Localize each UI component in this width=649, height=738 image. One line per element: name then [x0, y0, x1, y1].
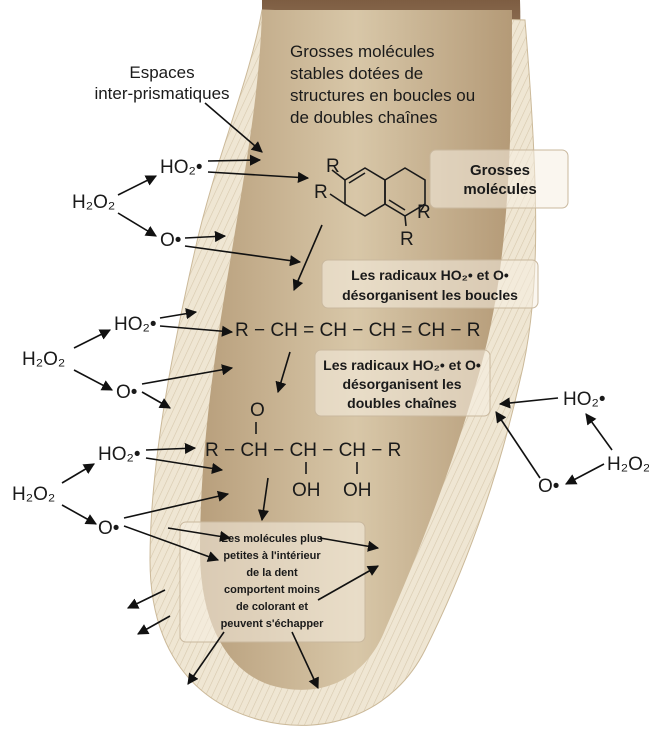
o-radical-label-2: O• — [116, 382, 137, 403]
o-radical-label-3: O• — [98, 518, 119, 539]
ho2-label-1: HO₂• — [160, 157, 203, 178]
arrow-h2o2-to-ho2-1 — [118, 176, 156, 195]
grosses-molecules-box — [430, 150, 568, 208]
o-radical-label-right: O• — [538, 476, 559, 497]
arrow-ho2-in-1a — [208, 160, 260, 161]
arrow-right-h2o2-to-o — [566, 464, 604, 484]
espaces-label-line1: Espaces — [129, 63, 194, 82]
radicaux2-line3: doubles chaînes — [347, 395, 457, 411]
top-label-line4: de doubles chaînes — [290, 108, 437, 127]
espaces-label-line2: inter-prismatiques — [94, 84, 229, 103]
r-group-3: R — [417, 202, 431, 223]
small-box-line1: Les molécules plus — [221, 533, 322, 545]
chain-double-bonds: R − CH = CH − CH = CH − R — [235, 320, 480, 341]
arrow-h2o2-to-ho2-2 — [74, 330, 110, 348]
arrow-h2o2-to-ho2-3 — [62, 464, 94, 483]
grosses-box-line1: Grosses — [470, 162, 530, 179]
small-box-line4: comportent moins — [224, 584, 320, 596]
h2o2-label-1: H₂O₂ — [72, 192, 115, 213]
small-box-line6: peuvent s'échapper — [221, 618, 325, 630]
r-group-2: R — [314, 182, 328, 203]
chain-single-bonds: R − CH − CH − CH − R — [205, 440, 401, 461]
arrow-h2o2-to-o-1 — [118, 213, 156, 236]
small-box-line3: de la dent — [246, 567, 298, 579]
h2o2-label-3: H₂O₂ — [12, 484, 55, 505]
radicaux1-line1: Les radicaux HO₂• et O• — [351, 267, 509, 283]
arrow-h2o2-to-o-3 — [62, 505, 96, 524]
ho2-label-2: HO₂• — [114, 314, 157, 335]
o-radical-label-1: O• — [160, 230, 181, 251]
r-group-4: R — [400, 229, 414, 250]
top-label-line1: Grosses molécules — [290, 42, 435, 61]
small-box-line2: petites à l'intérieur — [223, 550, 321, 562]
ho2-label-right: HO₂• — [563, 389, 606, 410]
radicaux2-line1: Les radicaux HO₂• et O• — [323, 357, 481, 373]
radicaux2-line2: désorganisent les — [342, 376, 461, 392]
top-label-line3: structures en boucles ou — [290, 86, 475, 105]
h2o2-label-2: H₂O₂ — [22, 349, 65, 370]
hydroxyl-2: OH — [343, 480, 372, 501]
r-group-1: R — [326, 156, 340, 177]
arrow-right-h2o2-to-ho2 — [586, 414, 612, 450]
top-label-line2: stables dotées de — [290, 64, 423, 83]
small-box-line5: de colorant et — [236, 601, 308, 613]
ho2-label-3: HO₂• — [98, 444, 141, 465]
h2o2-label-right: H₂O₂ — [607, 454, 649, 475]
carbonyl-o: O — [250, 400, 265, 421]
hydroxyl-1: OH — [292, 480, 321, 501]
grosses-box-line2: molécules — [463, 181, 536, 198]
arrow-h2o2-to-o-2 — [74, 370, 112, 390]
radicaux1-line2: désorganisent les boucles — [342, 287, 518, 303]
